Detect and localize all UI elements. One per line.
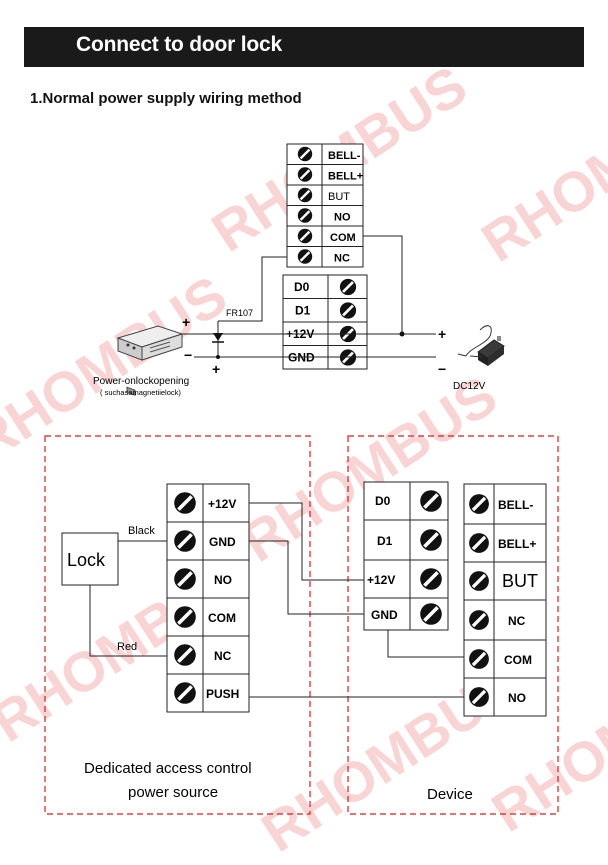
section2-wires: [89, 502, 464, 698]
terminal-label: NC: [334, 253, 350, 265]
screw-icon: [419, 528, 443, 552]
terminal-label: COM: [504, 653, 532, 667]
screw-icon: [339, 278, 357, 296]
power-adapter-icon: [457, 325, 505, 366]
device-left-terminal-block: D0 D1 +12V GND: [363, 481, 449, 631]
terminal-label: +12V: [208, 497, 236, 511]
terminal-label: GND: [209, 535, 236, 549]
screw-icon: [297, 187, 313, 203]
power-label: DC12V: [453, 381, 486, 392]
terminal-label: D0: [375, 494, 391, 508]
screw-icon: [173, 681, 197, 705]
terminal-label: BELL-: [498, 498, 533, 512]
screw-icon: [468, 493, 490, 515]
psu-caption: power source: [128, 784, 218, 801]
psu-dashed-frame: [44, 435, 311, 815]
screw-icon: [339, 301, 357, 320]
door-lock-icon: [116, 325, 184, 396]
screw-icon: [297, 207, 313, 224]
terminal-label: BUT: [328, 191, 350, 203]
screw-icon: [173, 529, 197, 553]
minus-sign: −: [438, 361, 446, 377]
terminal-label: BUT: [502, 571, 538, 591]
terminal-label: BELL+: [328, 171, 363, 183]
wire-label-black: Black: [128, 525, 155, 537]
minus-sign: −: [184, 347, 192, 363]
terminal-label: D1: [295, 304, 311, 318]
lock-caption: Power-onlockopening: [93, 376, 189, 387]
screw-icon: [297, 146, 313, 162]
screw-icon: [468, 570, 490, 592]
device-right-terminal-block: BELL- BELL+ BUT NC COM NO: [463, 483, 547, 717]
junction-dot: [399, 331, 405, 337]
page-title: Connect to door lock: [76, 33, 283, 56]
bottom-terminal-block: D0 D1 +12V GND: [282, 274, 368, 370]
plus-sign: +: [212, 361, 220, 377]
terminal-label: +12V: [367, 573, 395, 587]
terminal-label: NC: [214, 649, 232, 663]
terminal-label: NO: [508, 691, 526, 705]
screw-icon: [468, 686, 490, 708]
screw-icon: [419, 489, 443, 513]
header-bar: Connect to door lock: [24, 27, 584, 67]
plus-sign: +: [182, 314, 190, 330]
screw-icon: [173, 605, 197, 629]
section1-wires: [170, 235, 436, 358]
diode-label: FR107: [226, 308, 253, 318]
device-dashed-frame: [347, 435, 559, 815]
terminal-label: D0: [294, 280, 310, 294]
terminal-label: PUSH: [206, 687, 239, 701]
screw-icon: [297, 248, 313, 265]
terminal-label: NO: [334, 212, 351, 224]
wire-label-red: Red: [117, 641, 137, 653]
lock-box: [61, 532, 119, 586]
screw-icon: [173, 491, 197, 515]
terminal-label: COM: [330, 232, 356, 244]
top-terminal-block: BELL- BELL+ BUT NO COM NC: [286, 143, 364, 268]
screw-icon: [297, 166, 313, 183]
lock-subcaption: ( suchasamagnetiielock): [100, 388, 181, 397]
terminal-label: GND: [371, 608, 398, 622]
screw-icon: [468, 609, 490, 631]
terminal-label: BELL+: [498, 537, 536, 551]
terminal-label: NC: [508, 614, 526, 628]
screw-icon: [173, 643, 197, 667]
screw-icon: [468, 648, 490, 670]
screw-icon: [419, 602, 443, 626]
screw-icon: [173, 567, 197, 591]
psu-caption: Dedicated access control: [84, 760, 252, 777]
screw-icon: [468, 532, 490, 554]
section-title: 1.Normal power supply wiring method: [30, 90, 302, 107]
terminal-label: D1: [377, 534, 393, 548]
psu-terminal-block: +12V GND NO COM NC PUSH: [166, 483, 250, 713]
terminal-label: BELL-: [328, 150, 361, 162]
wiring-diagram: BELL- BELL+ BUT NO COM NC D0 D1 +12V GND: [44, 143, 559, 815]
junction-dot: [216, 355, 220, 359]
lock-label: Lock: [67, 550, 106, 570]
terminal-label: NO: [214, 573, 232, 587]
terminal-label: COM: [208, 611, 236, 625]
screw-icon: [419, 567, 443, 591]
screw-icon: [297, 228, 313, 244]
plus-sign: +: [438, 326, 446, 342]
diode-icon: [212, 333, 224, 343]
device-caption: Device: [427, 786, 473, 803]
